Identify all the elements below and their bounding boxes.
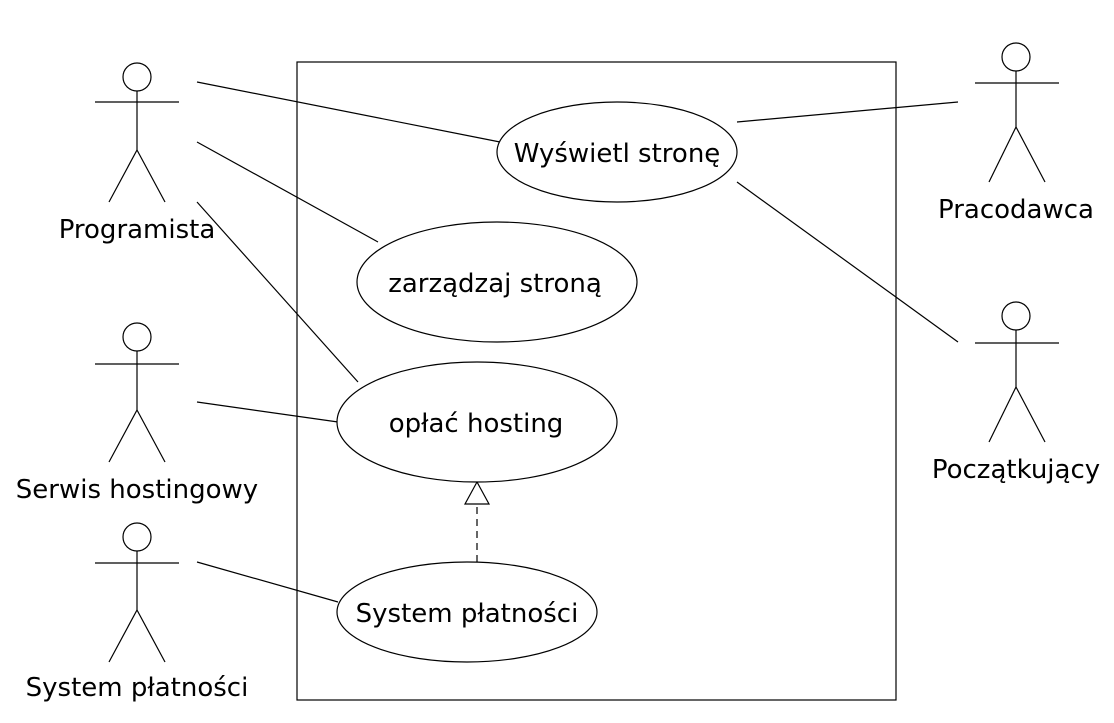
- actor-leg-left: [988, 126, 1017, 183]
- use-case-ellipse: [336, 561, 598, 663]
- actor-leg-right: [1015, 126, 1046, 183]
- actor-head: [122, 322, 152, 352]
- actor-leg-left: [108, 609, 138, 663]
- association-system-platnosci: [196, 561, 339, 603]
- actor-label: Serwis hostingowy: [16, 475, 258, 505]
- use-case-label: Wyświetl stronę: [514, 139, 721, 169]
- association-programista-wyswietl: [196, 81, 501, 143]
- actor-label: Pracodawca: [938, 195, 1094, 225]
- use-case-zarzadzaj-strona[interactable]: zarządzaj stroną: [356, 221, 638, 343]
- actor-leg-right: [136, 409, 166, 463]
- actor-poczatkujacy[interactable]: Początkujący: [932, 301, 1100, 485]
- actor-serwis-hostingowy[interactable]: Serwis hostingowy: [16, 322, 258, 505]
- actor-leg-left: [108, 409, 138, 463]
- actor-label: System płatności: [26, 673, 249, 703]
- actor-head: [122, 522, 152, 552]
- use-case-ellipse: [336, 361, 618, 483]
- use-case-ellipse: [496, 101, 738, 203]
- use-case-ellipse: [356, 221, 638, 343]
- actor-programista[interactable]: Programista: [59, 62, 216, 245]
- association-poczatkujacy-wyswietl: [736, 181, 959, 343]
- realization-arrowhead: [463, 480, 491, 505]
- actor-leg-right: [136, 609, 166, 663]
- use-case-label: opłać hosting: [389, 409, 564, 439]
- use-case-oplac-hosting[interactable]: opłać hosting: [336, 361, 618, 483]
- system-boundary: [296, 61, 897, 701]
- actor-label: Początkujący: [932, 455, 1100, 485]
- use-case-wyswietl-strone[interactable]: Wyświetl stronę: [496, 101, 738, 203]
- actor-label: Programista: [59, 215, 216, 245]
- actor-head: [122, 62, 152, 92]
- actor-leg-right: [1015, 386, 1046, 443]
- association-serwis-oplac: [196, 401, 339, 423]
- actor-leg-left: [988, 386, 1017, 443]
- actor-leg-left: [108, 149, 138, 203]
- actor-head: [1001, 301, 1031, 331]
- association-pracodawca-wyswietl: [736, 101, 959, 123]
- use-case-label: zarządzaj stroną: [388, 269, 602, 299]
- use-case-system-platnosci[interactable]: System płatności: [336, 561, 598, 663]
- actor-leg-right: [136, 149, 166, 203]
- association-programista-oplac: [196, 201, 359, 383]
- actor-system-platnosci[interactable]: System płatności: [26, 522, 249, 703]
- actor-pracodawca[interactable]: Pracodawca: [938, 42, 1094, 225]
- association-programista-zarzadzaj: [196, 141, 379, 243]
- actor-head: [1001, 42, 1031, 72]
- use-case-label: System płatności: [356, 599, 579, 629]
